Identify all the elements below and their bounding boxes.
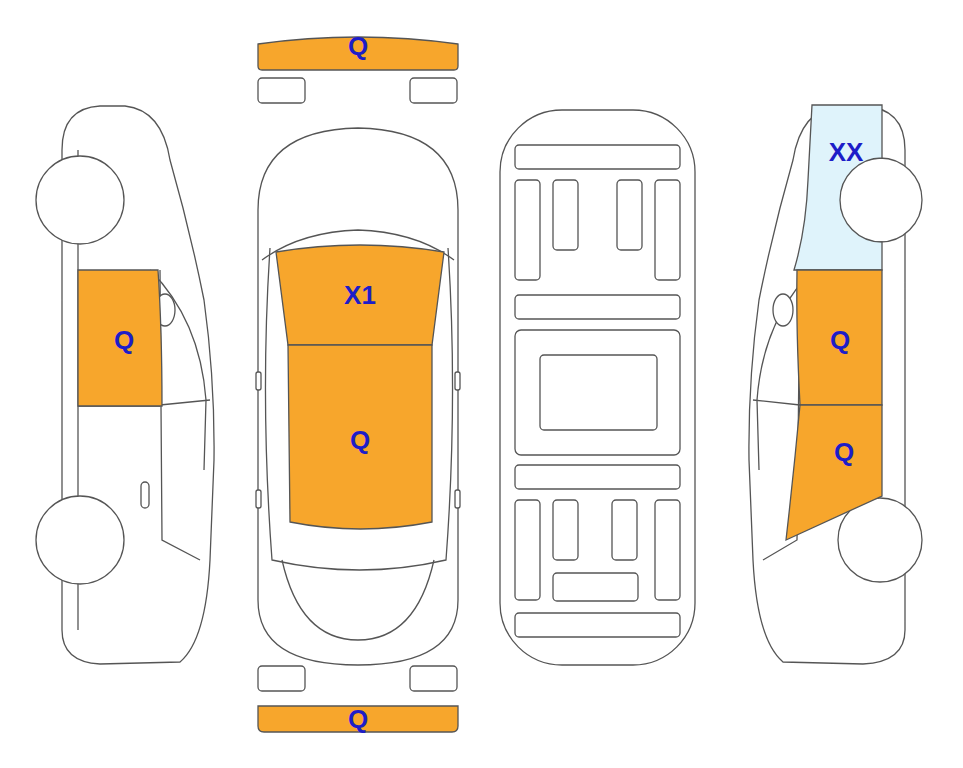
damage-panel: Q	[256, 704, 460, 734]
damage-panel: Q	[283, 343, 435, 533]
label-holder: Q	[834, 439, 854, 465]
label-holder: Q	[348, 706, 368, 732]
panel-outline	[78, 270, 162, 406]
damage-code: Q	[830, 325, 850, 355]
damage-panel: X1	[272, 238, 448, 348]
panel-outline	[794, 105, 882, 270]
label-holder: XX	[829, 139, 864, 165]
panel-shape	[788, 103, 885, 273]
damage-panel: XX	[788, 103, 885, 273]
label-holder: Q	[830, 327, 850, 353]
panel-outline	[276, 245, 444, 345]
damage-panel: Q	[76, 268, 166, 408]
damage-panel: Q	[792, 268, 884, 408]
damage-code: Q	[350, 425, 370, 455]
damage-code: Q	[834, 437, 854, 467]
damage-code: Q	[348, 31, 368, 61]
label-holder: Q	[350, 427, 370, 453]
label-holder: X1	[344, 282, 376, 308]
damage-panel: Q	[256, 28, 460, 72]
damage-code: Q	[348, 704, 368, 734]
side-view	[749, 106, 922, 664]
panel-outline	[288, 345, 432, 529]
panel-outline	[786, 405, 882, 540]
underside-view	[500, 110, 695, 665]
label-holder: Q	[114, 327, 134, 353]
label-holder: Q	[348, 33, 368, 59]
top-view	[256, 78, 460, 691]
damage-code: X1	[344, 280, 376, 310]
panel-shape	[782, 403, 884, 543]
damage-code: XX	[829, 137, 864, 167]
damage-panel: Q	[782, 403, 884, 543]
side-view	[36, 106, 214, 664]
panel-outline	[797, 270, 882, 405]
damage-code: Q	[114, 325, 134, 355]
